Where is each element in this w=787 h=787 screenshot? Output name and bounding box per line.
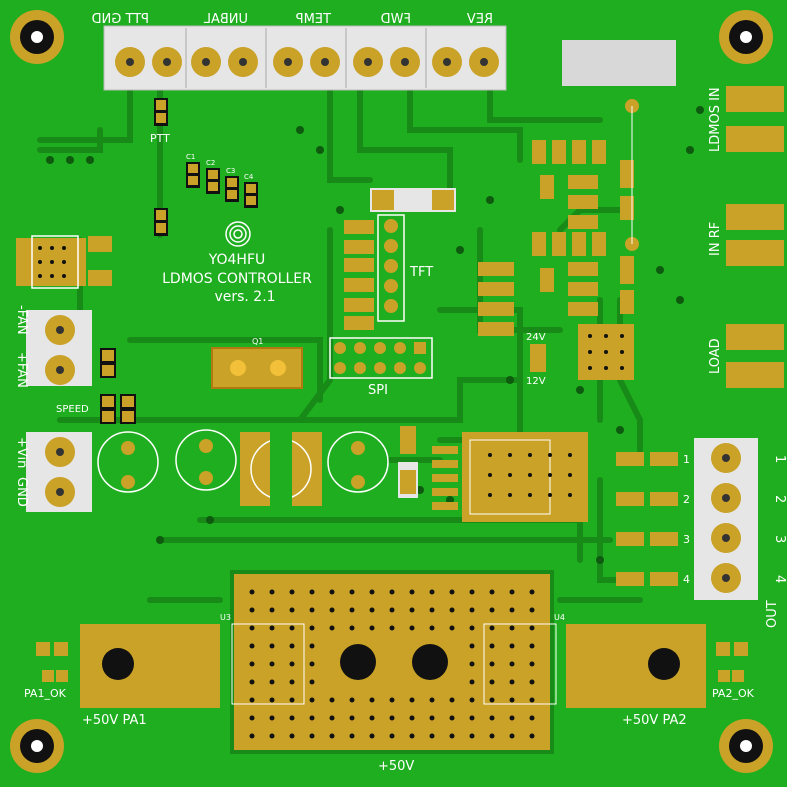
relay-driver [432,432,588,522]
out-number-4: 4 [772,575,787,583]
small-number-4: 4 [683,573,690,586]
vin-terminal [26,432,92,512]
rf-connector-pads [726,86,784,388]
smd-tantalum [370,188,456,212]
board-title-version: vers. 2.1 [214,289,275,305]
label-gnd: GND [14,477,29,507]
ptt-jumper [154,98,168,126]
diode-array [478,262,514,336]
crystal-q1 [211,347,303,389]
label-pa2: +50V PA2 [622,713,687,728]
logo-symbol [225,221,251,247]
regulator-pad [578,324,634,380]
blank-label-area [562,40,676,86]
board-title-call: YO4HFU [208,252,266,268]
label-u4: U4 [554,613,565,622]
label-pa2-ok: PA2_OK [712,687,755,700]
label-fwd: FWD [381,12,411,27]
power-inductor [240,432,322,506]
top-terminal-block [103,25,507,91]
copper-traces [37,87,643,603]
label-c4: C4 [244,173,254,181]
label-50v: +50V [378,759,414,774]
top-connector-labels: PTT GND UNBAL TEMP FWD REV [92,12,493,27]
label-ptt-gnd: PTT GND [92,12,149,27]
transistor-u3 [80,623,305,708]
tft-header [377,214,405,322]
label-fan-minus: -FAN [14,305,29,335]
label-tft: TFT [409,265,433,280]
small-number-1: 1 [683,453,690,466]
label-c2: C2 [206,159,215,167]
power-plane-vias [249,589,535,739]
rf-detector-components [532,140,634,316]
tft-resistors [344,220,374,330]
small-number-2: 2 [683,493,690,506]
output-resistors [616,452,678,586]
spi-header [329,337,433,379]
label-fan-plus: +FAN [14,352,29,388]
label-spi: SPI [368,383,388,398]
label-out: OUT [765,600,780,628]
label-unbal: UNBAL [203,12,248,27]
electrolytic-pads [121,439,365,489]
mounting-hole-top-right [719,10,773,64]
mounting-hole-top-left [10,10,64,64]
label-ptt: PTT [150,132,170,145]
mounting-hole-bottom-left [10,719,64,773]
transistor-u4 [483,623,706,708]
out-number-1: 1 [772,455,787,463]
pa2-ok-led [716,642,748,682]
label-u3: U3 [220,613,231,622]
label-speed: SPEED [56,404,89,415]
label-c3: C3 [226,167,235,175]
label-temp: TEMP [296,12,332,27]
label-in-rf: IN RF [708,222,723,256]
out-number-3: 3 [772,535,787,543]
label-ldmos-in: LDMOS IN [708,87,723,152]
capacitors-c1-c4 [186,162,258,208]
label-vin: +Vin [14,437,29,468]
output-terminal [694,438,758,600]
speed-components [100,348,136,424]
diode-small [398,426,418,498]
mounting-hole-bottom-right [719,719,773,773]
fan-terminal [26,310,92,386]
label-load: LOAD [708,338,723,374]
smd-resistor-left [154,208,168,236]
vias [46,106,704,564]
label-c1: C1 [186,153,195,161]
label-rev: REV [467,12,493,27]
label-q1: Q1 [252,337,263,346]
main-power-plane [230,570,554,754]
board-title-name: LDMOS CONTROLLER [162,271,312,287]
label-12v: 12V [526,376,546,387]
label-pa1-ok: PA1_OK [24,687,67,700]
pa1-ok-led [36,642,68,682]
label-24v: 24V [526,332,546,343]
regulator-top-left [16,235,112,289]
voltage-select-jumper [530,344,546,372]
out-number-2: 2 [772,495,787,503]
small-number-3: 3 [683,533,690,546]
label-pa1: +50V PA1 [82,713,147,728]
electrolytic-capacitors [97,429,389,493]
